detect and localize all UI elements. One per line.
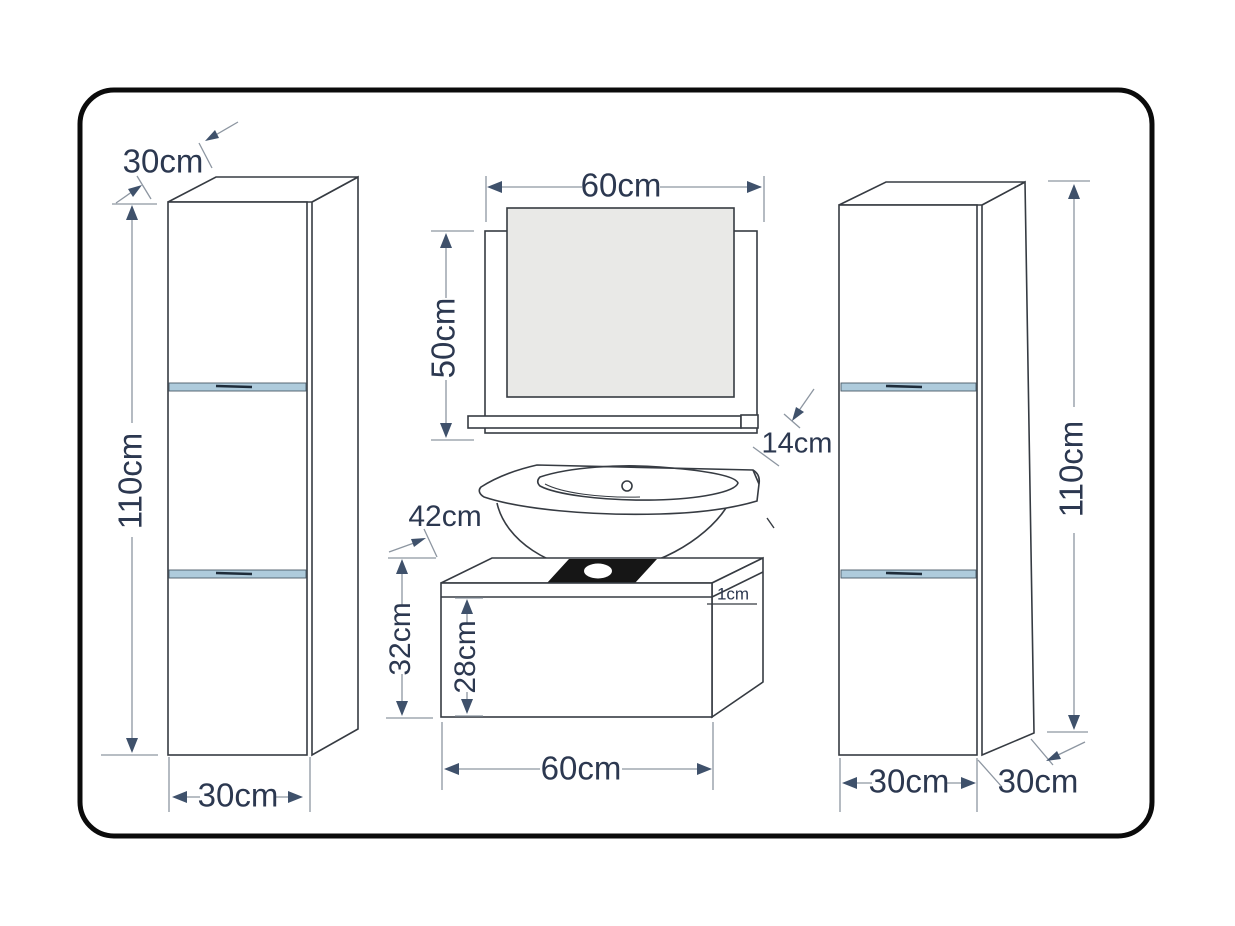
dim-shelf-depth-line [797, 388, 815, 413]
mirror-glass [506, 207, 735, 398]
dim-vanity-top-thickness-label: 1cm [716, 584, 750, 604]
washbasin-faucet-hole [621, 480, 633, 492]
arrow-right-height-up [1068, 184, 1080, 199]
dim-mirror-width-label: 60cm [580, 166, 662, 204]
dim-left-height-label: 110cm [111, 432, 149, 530]
arrow-right-height-down [1068, 715, 1080, 730]
arrow-left-depth-upper [205, 130, 219, 141]
dim-right-width-label: 30cm [868, 762, 950, 800]
dim-left-depth-tick [136, 175, 152, 200]
mirror-shelf-end-cap [740, 414, 759, 429]
dim-shelf-depth-tick [752, 446, 780, 467]
arrow-right-depth [1046, 751, 1061, 761]
dim-vanity-total-height-label: 32cm [384, 602, 417, 676]
arrow-right-width-left [842, 777, 857, 789]
arrow-left-height-down [126, 738, 138, 753]
washbasin-bowl-opening [536, 465, 739, 501]
dim-right-depth-label: 30cm [997, 762, 1079, 800]
right-cabinet [838, 180, 1035, 757]
washbasin-bowl-inner-detail [544, 483, 641, 498]
dim-right-depth-tick [977, 759, 1003, 788]
dim-basin-depth-line [388, 542, 415, 553]
right-cabinet-handle-detail [885, 571, 923, 576]
right-cabinet-front-face [838, 204, 978, 756]
arrow-left-width-right [288, 791, 303, 803]
arrow-vanity-total-down [396, 701, 408, 716]
left-cabinet-handle-detail [215, 384, 253, 389]
dim-right-height-label: 110cm [1052, 420, 1090, 518]
left-cabinet-front-face [167, 201, 308, 756]
arrow-left-width-left [172, 791, 187, 803]
dim-basin-depth-tick [423, 528, 438, 558]
dim-shelf-depth-label: 14cm [761, 427, 833, 460]
right-cabinet-handle-detail [885, 384, 923, 389]
arrow-vanity-front-up [461, 599, 473, 614]
arrow-vanity-width-right [697, 763, 712, 775]
arrow-mirror-height-down [440, 423, 452, 438]
dim-mirror-height-label: 50cm [424, 297, 462, 379]
left-cabinet-side-face [311, 175, 359, 757]
vanity-front-face [440, 582, 713, 718]
arrow-left-height-up [126, 205, 138, 220]
left-cabinet-handle-detail [215, 571, 253, 576]
washbasin [478, 464, 775, 572]
dim-vanity-front-height-label: 28cm [449, 620, 482, 694]
dim-vanity-width-label: 60cm [540, 749, 622, 787]
dim-right-depth-tick [1030, 738, 1054, 766]
washbasin-rim [478, 464, 761, 516]
mirror [467, 207, 759, 434]
dim-basin-depth-label: 42cm [408, 500, 482, 533]
vanity-cabinet [440, 556, 764, 719]
vanity-drain-hole [584, 563, 612, 579]
right-cabinet-side-face [981, 180, 1035, 757]
vanity-side-top-band-line [711, 571, 764, 598]
arrow-vanity-total-up [396, 559, 408, 574]
mirror-shelf [467, 415, 742, 429]
arrow-shelf-depth [792, 407, 804, 421]
arrow-mirror-width-left [487, 181, 502, 193]
arrow-left-depth-lower [128, 185, 142, 197]
arrow-mirror-height-up [440, 233, 452, 248]
left-cabinet [167, 175, 359, 757]
dim-right-depth-line [1057, 741, 1086, 756]
arrow-basin-depth [411, 538, 426, 547]
dim-left-depth-tick [198, 142, 213, 169]
dimension-arrowheads [126, 130, 1080, 803]
dim-left-width-label: 30cm [197, 776, 279, 814]
dim-left-depth-label: 30cm [122, 142, 204, 180]
arrow-vanity-width-left [444, 763, 459, 775]
arrow-vanity-front-down [461, 699, 473, 714]
arrow-right-width-right [961, 777, 976, 789]
washbasin-rim-edge [752, 469, 760, 485]
arrow-mirror-width-right [747, 181, 762, 193]
washbasin-small-tick [766, 517, 775, 529]
